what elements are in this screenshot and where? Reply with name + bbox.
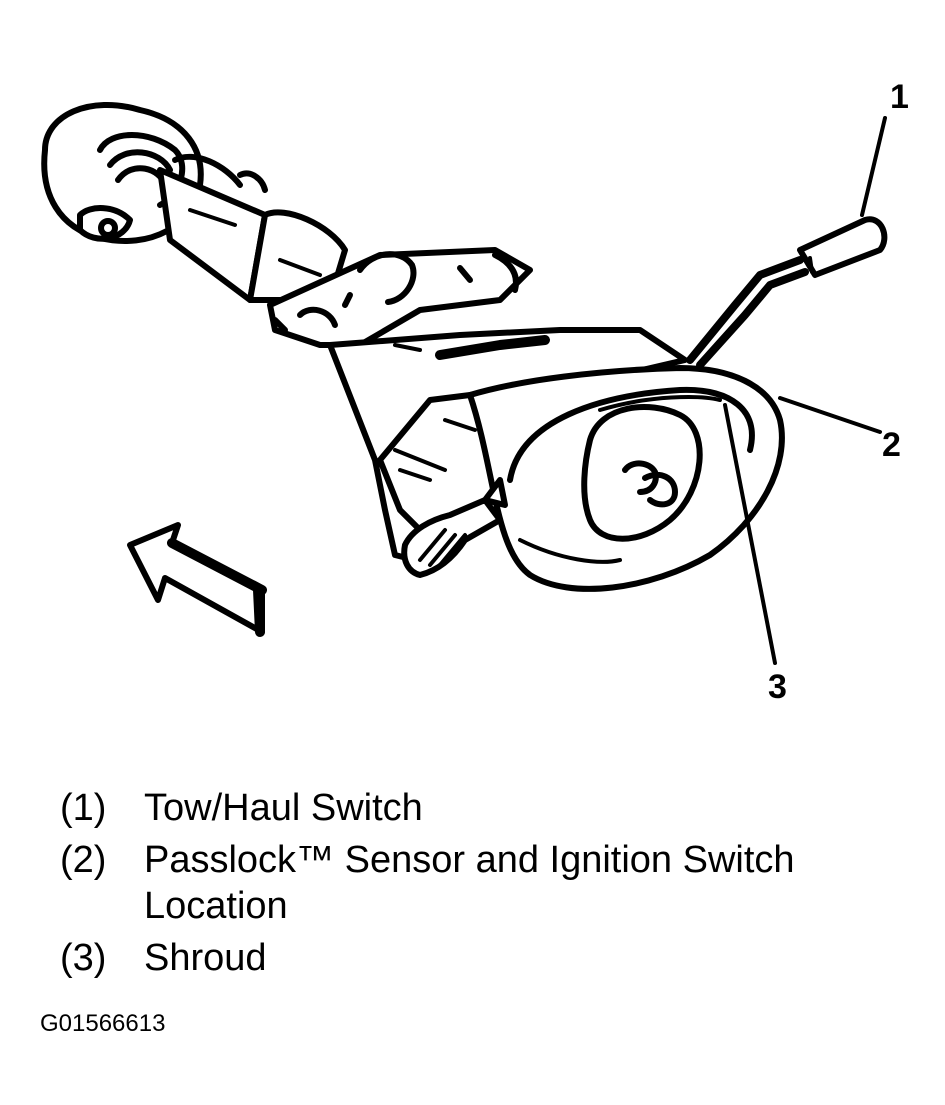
figure-id: G01566613 [40, 1010, 166, 1037]
ignition-cylinder [401, 477, 508, 578]
legend-item-shroud: (3) Shroud [60, 935, 920, 981]
callout-2: 2 [882, 426, 901, 464]
legend-item-passlock-sensor: (2) Passlock™ Sensor and Ignition Switch… [60, 837, 920, 929]
steering-column-illustration: 1 2 3 [41, 78, 909, 706]
shroud [467, 365, 785, 592]
legend: (1) Tow/Haul Switch (2) Passlock™ Sensor… [60, 785, 920, 987]
leader-line-2 [778, 396, 882, 434]
direction-arrow [127, 522, 267, 637]
legend-number: (3) [60, 937, 107, 979]
legend-item-tow-haul-switch: (1) Tow/Haul Switch [60, 785, 920, 831]
legend-label: Shroud [144, 937, 267, 979]
column-tube [157, 153, 348, 303]
callout-1: 1 [890, 78, 909, 116]
legend-label: Tow/Haul Switch [144, 787, 423, 829]
leader-lines [723, 116, 887, 665]
column-body [327, 327, 688, 563]
legend-number: (1) [60, 787, 107, 829]
leader-line-1 [860, 116, 887, 217]
tow-haul-lever [686, 216, 888, 369]
leader-line-3 [723, 403, 777, 665]
legend-label: Passlock™ Sensor and Ignition Switch Loc… [144, 839, 795, 927]
mounting-bracket [267, 247, 533, 348]
legend-number: (2) [60, 839, 107, 881]
callout-3: 3 [768, 668, 787, 706]
